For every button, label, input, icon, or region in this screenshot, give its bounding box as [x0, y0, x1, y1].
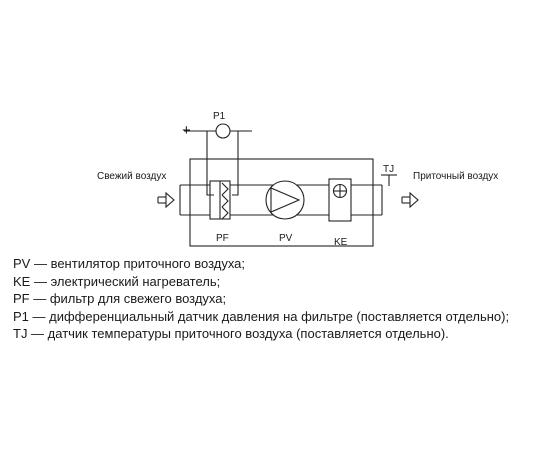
label-tj: TJ [383, 164, 394, 175]
label-pv: PV [279, 233, 293, 244]
label-plus: + [182, 122, 191, 139]
legend-item: KE — электрический нагреватель; [13, 273, 221, 289]
filter-pf [209, 180, 231, 220]
heater-ke [328, 178, 352, 222]
legend-item: TJ — датчик температуры приточного возду… [13, 326, 449, 341]
unit-housing [189, 158, 374, 247]
label-pf: PF [216, 233, 229, 244]
label-ke: KE [334, 237, 348, 248]
legend-list: PV — вентилятор приточного воздуха; KE —… [13, 255, 543, 343]
fan-pv [265, 180, 305, 220]
label-supply-air: Приточный воздух [413, 171, 498, 182]
legend-item: P1 — дифференциальный датчик давления на… [13, 308, 510, 324]
legend-item: PV — вентилятор приточного воздуха; [13, 256, 246, 271]
label-minus: – [241, 122, 250, 139]
temperature-sensor-tj [381, 174, 397, 186]
outlet-arrow-icon [401, 191, 419, 209]
legend-item: PF — фильтр для свежего воздуха; [13, 291, 227, 306]
pressure-sensor-p1 [184, 123, 252, 196]
label-fresh-air: Свежий воздух [97, 171, 166, 182]
ventilation-schematic: P1 + – TJ PF PV KE Свежий воздух Приточн… [97, 111, 498, 248]
label-p1: P1 [213, 111, 226, 122]
inlet-arrow-icon [157, 191, 175, 209]
